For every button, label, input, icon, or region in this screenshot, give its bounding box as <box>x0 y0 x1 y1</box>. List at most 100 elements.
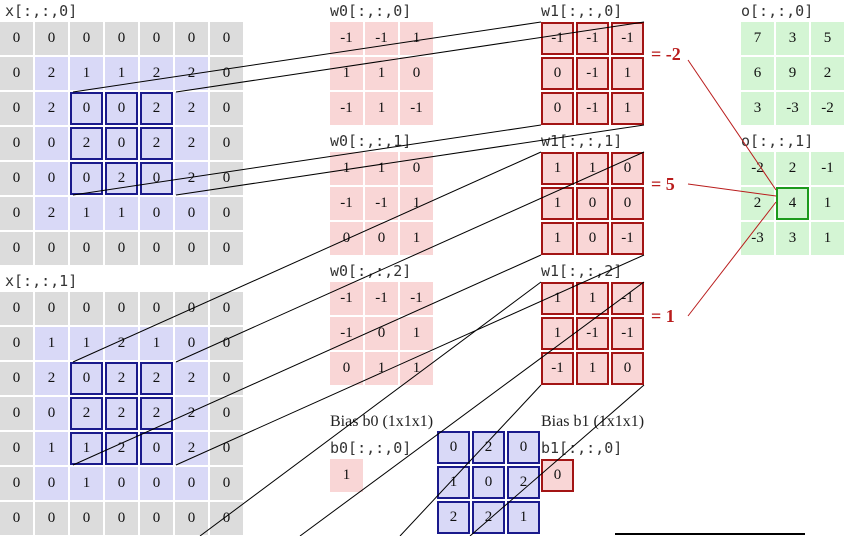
sum-w1-1: = 5 <box>651 174 675 194</box>
filter-w1-2-cell: -1 <box>611 282 644 315</box>
input-x0-cell: 2 <box>70 127 103 160</box>
filter-w1-1-cell: 0 <box>611 152 644 185</box>
input-x0-cell: 0 <box>140 162 173 195</box>
input-x1-cell: 0 <box>140 502 173 535</box>
filter-w1-1-cell: 0 <box>611 187 644 220</box>
filter-label-w0-1: w0[:,:,1] <box>330 132 412 150</box>
input-x0-cell: 0 <box>140 197 173 230</box>
input-x1-cell: 0 <box>175 292 208 325</box>
input-x0-cell: 0 <box>0 22 33 55</box>
output-o0-cell: 2 <box>811 57 844 90</box>
input-x0-cell: 0 <box>0 232 33 265</box>
filter-w1-1-cell: 0 <box>576 222 609 255</box>
input-x2-cell: 0 <box>472 466 505 499</box>
bias-b1-label: b1[:,:,0] <box>541 439 623 457</box>
input-x2-cell: 2 <box>472 501 505 534</box>
bias-b0-label: b0[:,:,0] <box>330 439 412 457</box>
bias-b0-cell: 1 <box>330 459 363 492</box>
input-x0-cell: 0 <box>70 92 103 125</box>
bias-b0-grid: 1 <box>330 459 363 492</box>
input-x1-cell: 0 <box>35 292 68 325</box>
filter-label-w1-1: w1[:,:,1] <box>541 132 623 150</box>
filter-label-w1-0: w1[:,:,0] <box>541 2 623 20</box>
filter-w0-0-cell: -1 <box>330 92 363 125</box>
filter-w0-2-cell: 0 <box>330 352 363 385</box>
input-x1-cell: 0 <box>0 467 33 500</box>
input-x1-cell: 1 <box>70 327 103 360</box>
filter-w1-2-cell: -1 <box>576 317 609 350</box>
filter-w0-1-cell: 1 <box>330 152 363 185</box>
output-o0-cell: -3 <box>776 92 809 125</box>
filter-w0-0-cell: 1 <box>365 92 398 125</box>
output-o0-cell: 3 <box>776 22 809 55</box>
input-x0-cell: 2 <box>35 92 68 125</box>
input-x2-cell: 2 <box>437 501 470 534</box>
output-o0-cell: 3 <box>741 92 774 125</box>
output-o1-cell: -3 <box>741 222 774 255</box>
filter-w0-1-cell: 0 <box>400 152 433 185</box>
input-x1-cell: 2 <box>105 432 138 465</box>
filter-w0-0-cell: 0 <box>400 57 433 90</box>
input-x0-cell: 0 <box>210 92 243 125</box>
input-x0-cell: 0 <box>210 57 243 90</box>
filter-w0-1-cell: 0 <box>330 222 363 255</box>
filter-w0-1-cell: -1 <box>330 187 363 220</box>
output-o1-cell: 3 <box>776 222 809 255</box>
input-x1-cell: 0 <box>70 362 103 395</box>
input-x0-cell: 0 <box>105 232 138 265</box>
input-x2-cell: 0 <box>437 431 470 464</box>
input-x0-cell: 0 <box>175 22 208 55</box>
filter-w0-2-cell: 1 <box>365 352 398 385</box>
filter-w0-2-cell: -1 <box>365 282 398 315</box>
input-x1-cell: 0 <box>210 362 243 395</box>
sum-w1-2: = 1 <box>651 306 675 326</box>
input-x2-cell: 2 <box>507 466 540 499</box>
input-x1-cell: 2 <box>175 362 208 395</box>
input-x1-cell: 1 <box>70 432 103 465</box>
input-x1-cell: 0 <box>0 432 33 465</box>
filter-w0-2-cell: -1 <box>330 282 363 315</box>
input-x0-cell: 0 <box>35 127 68 160</box>
input-x1-cell: 0 <box>175 467 208 500</box>
bias-b0-title: Bias b0 (1x1x1) <box>330 413 434 430</box>
filter-w1-0-cell: -1 <box>541 22 574 55</box>
input-x0-cell: 0 <box>210 127 243 160</box>
filter-w1-1-cell: -1 <box>611 222 644 255</box>
input-x0-cell: 0 <box>35 22 68 55</box>
output-o0-cell: 7 <box>741 22 774 55</box>
input-label-x0: x[:,:,0] <box>5 2 78 20</box>
input-x1-cell: 0 <box>210 502 243 535</box>
filter-w1-0-cell: -1 <box>611 22 644 55</box>
sum-w1-0: = -2 <box>651 44 681 64</box>
filter-w0-1-cell: 1 <box>400 222 433 255</box>
input-x2-cell: 1 <box>507 501 540 534</box>
input-x0-cell: 0 <box>0 162 33 195</box>
input-label-x1: x[:,:,1] <box>5 272 78 290</box>
filter-w0-1-cell: 1 <box>365 152 398 185</box>
filter-w1-0-cell: -1 <box>576 57 609 90</box>
bias-b1-title: Bias b1 (1x1x1) <box>541 413 645 430</box>
filter-w0-2-cell: -1 <box>330 317 363 350</box>
filter-w0-1-cell: 1 <box>400 187 433 220</box>
input-x0-cell: 0 <box>140 22 173 55</box>
input-x0-cell: 2 <box>105 162 138 195</box>
input-x1-cell: 0 <box>210 327 243 360</box>
filter-label-w1-2: w1[:,:,2] <box>541 262 623 280</box>
input-x0-cell: 1 <box>105 197 138 230</box>
input-x1-cell: 0 <box>140 292 173 325</box>
input-x2-cell: 1 <box>437 466 470 499</box>
input-x1-cell: 0 <box>35 502 68 535</box>
filter-w1-0-cell: -1 <box>576 22 609 55</box>
input-x1-cell: 0 <box>175 502 208 535</box>
filter-w1-2-cell: 1 <box>541 282 574 315</box>
input-x1-cell: 2 <box>175 397 208 430</box>
bias-b1-cell: 0 <box>541 459 574 492</box>
input-x0-cell: 0 <box>140 232 173 265</box>
